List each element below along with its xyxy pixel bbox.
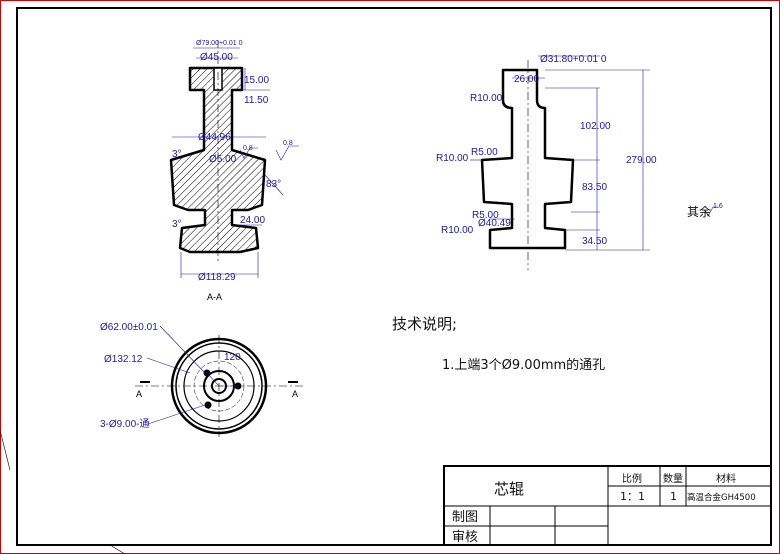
roughness-symbol bbox=[275, 145, 299, 161]
quantity-value: 1 bbox=[670, 490, 677, 503]
section-mark-right: A bbox=[292, 389, 298, 399]
dim-top-dia: Ø45.00 bbox=[200, 52, 233, 63]
scale-value: 1：1 bbox=[620, 490, 645, 503]
dim-angle-bottom: 3° bbox=[172, 219, 182, 230]
side-outline bbox=[480, 68, 575, 250]
edge-mark bbox=[0, 429, 11, 471]
drawn-label: 制图 bbox=[452, 510, 478, 525]
checked-label: 审核 bbox=[452, 530, 478, 545]
dim-angle-83: 83° bbox=[266, 179, 281, 190]
dim-dia-62: Ø62.00±0.01 bbox=[100, 322, 158, 333]
dim-height-15: 15.00 bbox=[244, 75, 269, 86]
dim-mid-dia: Ø44.96 bbox=[198, 132, 231, 143]
dim-height-34-5: 34.50 bbox=[582, 236, 607, 247]
scale-header: 比例 bbox=[622, 472, 642, 485]
dim-top-dia-tol: Ø79.00+0.01 0 bbox=[196, 40, 243, 47]
dim-width-24: 24.00 bbox=[240, 215, 265, 226]
dim-radius-mid: R10.00 bbox=[436, 153, 469, 164]
quantity-header: 数量 bbox=[663, 472, 683, 485]
dim-dia-40: Ø40.49 bbox=[478, 218, 511, 229]
roughness-symbol bbox=[239, 147, 258, 159]
dim-height-83-5: 83.50 bbox=[582, 182, 607, 193]
dim-radius-5-low: R5.00 bbox=[472, 210, 499, 221]
dim-radius-bottom: R10.00 bbox=[441, 225, 474, 236]
rest-roughness-value: 1.6 bbox=[713, 203, 723, 210]
dim-radius-top: R10.00 bbox=[470, 93, 503, 104]
dim-inner-dia: Ø5.00 bbox=[209, 154, 237, 165]
drawing-frame bbox=[16, 7, 772, 546]
dim-width-26: 26.00 bbox=[514, 74, 539, 85]
dim-dia-132: Ø132.12 bbox=[104, 354, 143, 365]
bottom-view: Ø62.00±0.01 Ø132.12 120 3-Ø9.00-通 A A bbox=[100, 322, 303, 437]
material-value: 高温合金GH4500 bbox=[687, 492, 756, 503]
dim-holes: 3-Ø9.00-通 bbox=[100, 418, 149, 430]
dim-height-279: 279.00 bbox=[626, 155, 657, 166]
dim-top-dia-tol: Ø31.80+0.01 0 bbox=[540, 54, 607, 65]
roughness-value: 0.8 bbox=[283, 140, 293, 147]
title-block: 芯辊 比例 数量 材料 1：1 1 高温合金GH4500 制图 审核 bbox=[443, 465, 772, 546]
dim-angle-120: 120 bbox=[224, 352, 241, 363]
dim-height-11-5: 11.50 bbox=[244, 95, 269, 106]
section-label: A-A bbox=[207, 292, 222, 302]
side-view: Ø31.80+0.01 0 26.00 R10.00 R5.00 R10.00 … bbox=[436, 54, 723, 270]
dim-radius-5: R5.00 bbox=[471, 147, 498, 158]
dim-bottom-dia: Ø118.29 bbox=[198, 272, 236, 283]
rest-roughness-label: 其余 bbox=[687, 204, 711, 219]
notes-item: 1.上端3个Ø9.00mm的通孔 bbox=[442, 357, 605, 373]
hole bbox=[204, 401, 212, 409]
part-name: 芯辊 bbox=[494, 480, 524, 498]
dim-angle-top: 3° bbox=[172, 149, 182, 160]
roughness-value: 0.8 bbox=[243, 145, 253, 152]
dim-height-102: 102.00 bbox=[580, 121, 611, 132]
roughness-symbol bbox=[704, 206, 719, 217]
notes-title: 技术说明; bbox=[392, 315, 457, 333]
section-view: Ø79.00+0.01 0 Ø45.00 15.00 11.50 Ø44.96 … bbox=[169, 40, 299, 302]
edge-mark bbox=[109, 544, 126, 554]
section-mark-left: A bbox=[136, 389, 142, 399]
material-header: 材料 bbox=[716, 472, 736, 485]
